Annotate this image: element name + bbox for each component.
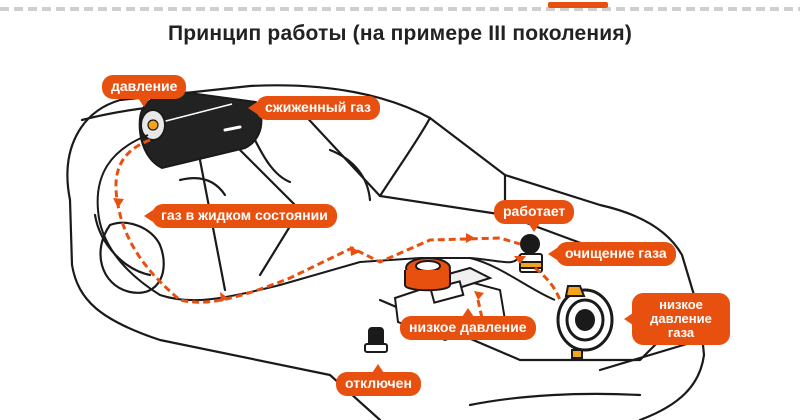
callout-pressure: давление [102, 75, 187, 107]
flow-arrowheads [113, 198, 526, 302]
callout-gas-cleaning-text: очищение газа [565, 245, 667, 261]
diagram-title: Принцип работы (на примере III поколения… [167, 22, 633, 45]
top-dashed-strip [0, 0, 800, 16]
callout-pointer [528, 223, 541, 232]
callout-low-pressure: низкое давление [400, 308, 536, 340]
solenoid-valve [364, 327, 388, 353]
callout-pointer [144, 210, 153, 222]
callout-working-text: работает [503, 203, 566, 219]
liquid-gas-flow [114, 138, 521, 304]
callout-switched-off-text: отключен [345, 375, 412, 391]
callout-switched-off: отключен [336, 364, 421, 396]
low-pressure-flow [476, 266, 562, 319]
callout-pointer [138, 98, 151, 107]
callout-pointer [461, 308, 474, 317]
callout-low-pressure-gas-text: низкое давление газа [650, 297, 712, 340]
callout-liquefied-gas: сжиженный газ [248, 96, 380, 120]
callout-pointer [624, 313, 633, 325]
gas-line [96, 134, 556, 302]
callout-liquid-gas-text: газ в жидком состоянии [161, 207, 328, 223]
gas-tank [138, 90, 263, 170]
reducer-and-filter [519, 234, 614, 359]
callout-low-pressure-text: низкое давление [409, 319, 527, 335]
callout-liquefied-gas-text: сжиженный газ [265, 99, 371, 115]
callout-pointer [548, 248, 557, 260]
callout-pressure-text: давление [111, 78, 178, 94]
callout-working: работает [494, 200, 575, 232]
callout-pointer [372, 364, 385, 373]
callout-liquid-gas: газ в жидком состоянии [144, 204, 337, 228]
callout-gas-cleaning: очищение газа [548, 242, 676, 266]
callout-pointer [248, 102, 257, 114]
callout-low-pressure-gas: низкое давление газа [624, 293, 730, 345]
